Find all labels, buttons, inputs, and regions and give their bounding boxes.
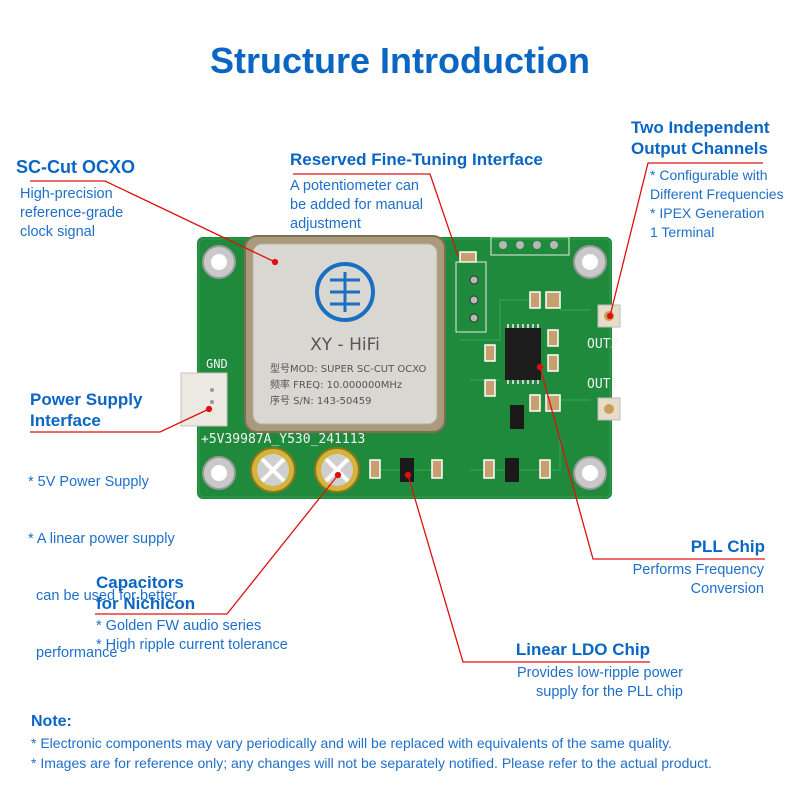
callout-fine-tuning-line: adjustment: [290, 216, 361, 232]
silkscreen-label: +5V39987A_Y530_241113: [201, 432, 365, 447]
callout-ocxo-line: clock signal: [20, 224, 95, 240]
note-line: * Images are for reference only; any cha…: [31, 755, 712, 771]
callout-ocxo-body: High-precision reference-grade clock sig…: [20, 185, 123, 242]
callout-pll-line: Conversion: [690, 581, 764, 597]
ocxo-frequency: 频率 FREQ: 10.000000MHz: [270, 378, 402, 391]
ocxo-oscillator: XY - HiFi 型号MOD: SUPER SC-CUT OCXO 频率 FR…: [244, 235, 446, 433]
callout-outputs-line: 1 Terminal: [650, 224, 715, 240]
callout-ocxo-line: High-precision: [20, 186, 113, 202]
leader-line-ocxo: [30, 180, 276, 263]
note-heading: Note:: [31, 713, 72, 730]
out2-label: OUT2: [587, 337, 618, 352]
callout-ldo-line: supply for the PLL chip: [536, 684, 683, 700]
callout-capacitors-heading: Capacitors for Nichicon: [96, 572, 195, 614]
callout-capacitors-heading-line: for Nichicon: [96, 594, 196, 613]
callout-ldo-heading: Linear LDO Chip: [515, 640, 650, 659]
fine-tuning-header: [455, 236, 570, 333]
callout-power-line: * 5V Power Supply: [28, 474, 149, 490]
callout-capacitors-line: * High ripple current tolerance: [96, 637, 288, 653]
callout-power-body: * 5V Power Supply * A linear power suppl…: [28, 435, 177, 682]
callout-outputs-line: Different Frequencies: [650, 186, 784, 202]
ocxo-serial: 序号 S/N: 143-50459: [270, 394, 371, 407]
callout-outputs-body: * Configurable with Different Frequencie…: [650, 166, 784, 242]
pcb-traces: [380, 299, 590, 471]
callout-fine-tuning-heading: Reserved Fine-Tuning Interface: [290, 150, 543, 169]
ipex-connectors: OUT2 OUT1: [587, 304, 621, 421]
callout-fine-tuning-line: be added for manual: [290, 197, 424, 213]
callout-fine-tuning-body: A potentiometer can be added for manual …: [290, 177, 423, 234]
callout-power-heading: Power Supply Interface: [30, 389, 142, 431]
leader-line-capacitors: [95, 474, 339, 615]
leader-line-pll: [539, 366, 765, 560]
leader-line-ldo: [407, 474, 650, 663]
page-title: Structure Introduction: [210, 40, 590, 81]
callout-outputs-line: * Configurable with: [650, 167, 768, 183]
callout-outputs-line: * IPEX Generation: [650, 205, 765, 221]
note-line: * Electronic components may vary periodi…: [31, 735, 672, 751]
callout-power-heading-line: Interface: [30, 411, 101, 430]
out1-label: OUT1: [587, 377, 618, 392]
mounting-holes: [202, 245, 607, 490]
callout-outputs-heading-line: Two Independent: [631, 118, 770, 137]
callout-capacitors-body: * Golden FW audio series * High ripple c…: [96, 617, 288, 655]
callout-power-line: * A linear power supply: [28, 531, 175, 547]
callout-ocxo-line: reference-grade: [20, 205, 124, 221]
callout-fine-tuning-line: A potentiometer can: [290, 178, 419, 194]
leader-line-outputs: [609, 162, 763, 317]
leader-line-power: [30, 408, 210, 433]
callout-pll-line: Performs Frequency: [632, 562, 764, 578]
callout-power-heading-line: Power Supply: [30, 390, 143, 409]
callout-pll-heading: PLL Chip: [690, 537, 765, 556]
callout-outputs-heading-line: Output Channels: [631, 139, 768, 158]
ocxo-brand: XY - HiFi: [310, 335, 380, 355]
gnd-label: GND: [206, 357, 228, 371]
callout-ldo-line: Provides low-ripple power: [516, 665, 683, 681]
callout-power-line: can be used for better: [28, 588, 178, 604]
ocxo-model: 型号MOD: SUPER SC-CUT OCXO: [270, 362, 426, 375]
power-connector: GND: [180, 357, 228, 427]
callout-ldo-body: Provides low-ripple power supply for the…: [517, 664, 683, 702]
callout-pll-body: Performs Frequency Conversion: [633, 561, 764, 599]
callout-capacitors-line: * Golden FW audio series: [96, 618, 262, 634]
callout-outputs-heading: Two Independent Output Channels: [631, 117, 770, 159]
callout-capacitors-heading-line: Capacitors: [96, 573, 184, 592]
nichicon-capacitors: [250, 447, 360, 493]
leader-lines: [30, 162, 765, 663]
callout-power-line: performance: [28, 645, 118, 661]
leader-line-fine-tuning: [293, 173, 459, 257]
callout-ocxo-heading: SC-Cut OCXO: [16, 157, 135, 177]
pll-chip: [505, 324, 541, 384]
